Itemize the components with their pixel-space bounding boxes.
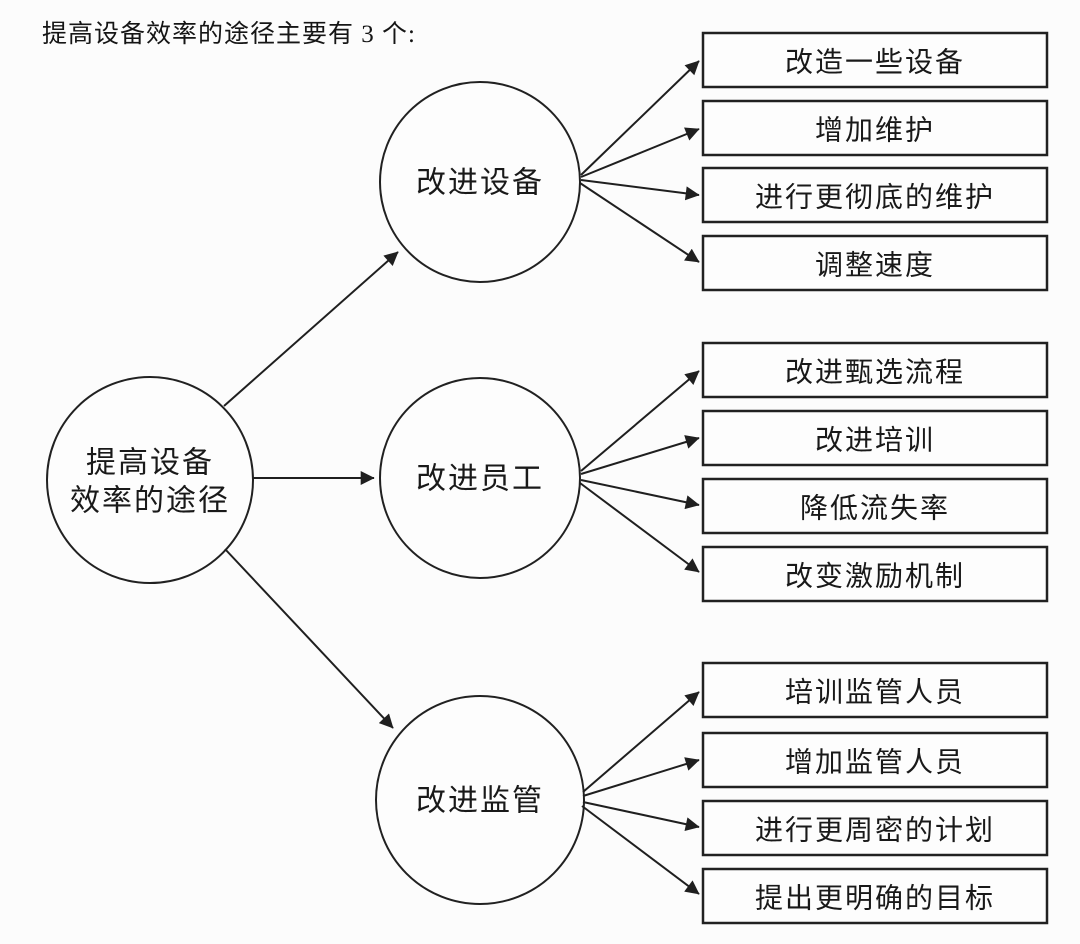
branch-supervision-label: 改进监管 <box>416 785 544 818</box>
leaf-label-supervision-1: 培训监管人员 <box>785 677 965 708</box>
leaf-box: 进行更彻底的维护 <box>701 166 1049 224</box>
arrow-staff-leaf-3 <box>580 479 700 510</box>
leaf-box: 增加维护 <box>701 99 1049 157</box>
root-node-label-line1: 提高设备 <box>86 447 214 480</box>
branch-equipment-circle <box>379 81 581 283</box>
leaf-label-staff-4: 改变激励机制 <box>785 561 965 592</box>
root-node: 提高设备 效率的途径 <box>46 376 254 584</box>
branch-staff-label: 改进员工 <box>416 463 544 496</box>
leaf-rect-supervision-2 <box>701 731 1049 789</box>
arrow-root-to-branch-equipment <box>223 251 399 407</box>
arrow-staff-leaf-4 <box>579 482 700 573</box>
leaf-rect-supervision-4 <box>701 867 1049 925</box>
branch-equipment-label: 改进设备 <box>416 167 544 200</box>
leaf-box: 改进甄选流程 <box>701 341 1049 399</box>
leaf-rect-staff-3 <box>701 477 1049 535</box>
leaf-label-staff-1: 改进甄选流程 <box>785 357 965 388</box>
leaf-label-supervision-3: 进行更周密的计划 <box>755 815 995 846</box>
leaf-box: 降低流失率 <box>701 477 1049 535</box>
leaf-box: 改造一些设备 <box>701 31 1049 89</box>
leaf-rect-equipment-1 <box>701 31 1049 89</box>
leaf-label-equipment-4: 调整速度 <box>815 250 935 281</box>
branch-node-staff: 改进员工 <box>379 377 581 579</box>
leaf-label-staff-3: 降低流失率 <box>800 493 950 524</box>
leaf-box: 调整速度 <box>701 234 1049 292</box>
branch-node-supervision: 改进监管 <box>375 695 585 905</box>
arrow-equipment-leaf-3 <box>580 179 700 201</box>
leaf-rect-supervision-1 <box>701 661 1049 719</box>
leaf-rect-staff-4 <box>701 545 1049 603</box>
leaf-label-supervision-4: 提出更明确的目标 <box>755 883 995 914</box>
leaf-label-equipment-3: 进行更彻底的维护 <box>755 182 995 213</box>
branch-staff-circle <box>379 377 581 579</box>
arrow-supervision-leaf-3 <box>582 801 700 832</box>
leaf-rect-staff-1 <box>701 341 1049 399</box>
arrow-equipment-leaf-2 <box>580 127 700 178</box>
arrow-equipment-leaf-4 <box>579 182 700 263</box>
leaf-label-staff-2: 改进培训 <box>815 425 935 456</box>
root-node-label-line2: 效率的途径 <box>70 485 230 518</box>
arrow-root-to-branch-supervision <box>224 548 394 729</box>
arrow-staff-leaf-1 <box>580 370 700 472</box>
branch-supervision-circle <box>375 695 585 905</box>
leaf-box: 改进培训 <box>701 409 1049 467</box>
leaf-box: 进行更周密的计划 <box>701 799 1049 857</box>
arrow-supervision-leaf-2 <box>582 757 700 797</box>
leaf-rect-staff-2 <box>701 409 1049 467</box>
branch-node-equipment: 改进设备 <box>379 81 581 283</box>
arrow-equipment-leaf-1 <box>580 60 700 176</box>
leaf-rect-supervision-3 <box>701 799 1049 857</box>
leaf-box: 改变激励机制 <box>701 545 1049 603</box>
diagram-title: 提高设备效率的途径主要有 3 个: <box>42 20 416 48</box>
root-node-circle <box>46 376 254 584</box>
leaf-rect-equipment-2 <box>701 99 1049 157</box>
arrow-supervision-leaf-4 <box>581 805 700 895</box>
leaf-label-equipment-1: 改造一些设备 <box>785 47 965 78</box>
arrow-staff-leaf-2 <box>580 435 700 475</box>
leaf-box: 提出更明确的目标 <box>701 867 1049 925</box>
leaf-label-supervision-2: 增加监管人员 <box>785 747 965 778</box>
leaf-rect-equipment-4 <box>701 234 1049 292</box>
leaf-rect-equipment-3 <box>701 166 1049 224</box>
leaf-label-equipment-2: 增加维护 <box>815 115 935 146</box>
leaf-box: 培训监管人员 <box>701 661 1049 719</box>
leaf-box: 增加监管人员 <box>701 731 1049 789</box>
arrow-supervision-leaf-1 <box>582 691 700 793</box>
